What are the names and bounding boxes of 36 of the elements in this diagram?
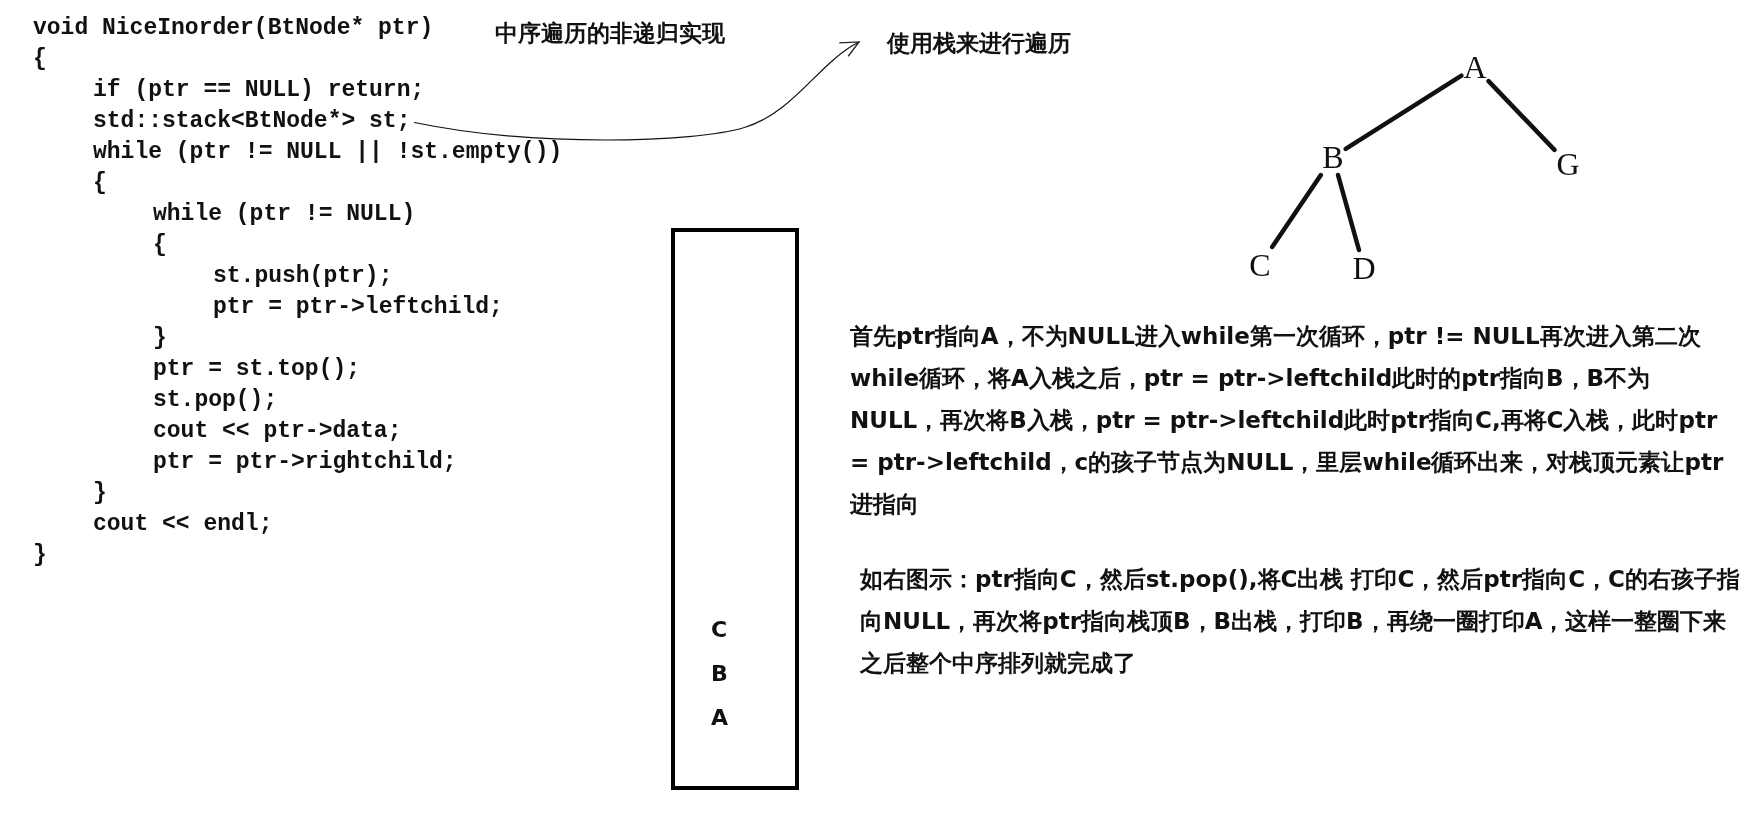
tree-node-label: B — [1322, 141, 1344, 173]
curved-arrow — [413, 41, 860, 141]
tree-edge — [1269, 172, 1324, 250]
code-line: ptr = st.top(); — [153, 355, 361, 384]
code-line: std::stack<BtNode*> st; — [93, 106, 411, 136]
tree-node-label: C — [1249, 249, 1271, 281]
code-line: while (ptr != NULL || !st.empty()) — [93, 138, 563, 167]
code-line: { — [33, 45, 47, 74]
tree-edge — [1335, 172, 1362, 253]
stack-item: B — [710, 660, 728, 688]
code-line: } — [93, 479, 107, 508]
tree-node-label: G — [1556, 148, 1580, 180]
code-line: } — [33, 541, 47, 570]
code-line: st.push(ptr); — [213, 262, 393, 291]
code-line: st.pop(); — [153, 386, 278, 415]
code-line: cout << ptr->data; — [153, 417, 402, 446]
code-line: while (ptr != NULL) — [153, 200, 416, 229]
tree-edge — [1343, 73, 1464, 152]
stack-item: C — [710, 616, 728, 644]
title: 中序遍历的非递归实现 — [495, 19, 725, 48]
code-line: { — [153, 231, 167, 260]
code-line: ptr = ptr->leftchild; — [213, 293, 503, 322]
explanation-paragraph: 首先ptr指向A，不为NULL进入while第一次循环，ptr != NULL再次进入第二次while循环，将A入栈之后，ptr = ptr->leftchild此时的ptr指向B，B不为NULL，再次将B入栈，ptr = ptr->leftchild此时ptr指向C,再将C入栈，此时ptr = ptr->leftchild，c的孩子节点为NULL，里层while循环出来，对栈顶元素让ptr进指向 — [850, 322, 1725, 519]
tree-edge — [1486, 78, 1557, 153]
code-line: ptr = ptr->rightchild; — [153, 448, 457, 477]
explanation-paragraph: 如右图示：ptr指向C，然后st.pop(),将C出栈 打印C，然后ptr指向C，C的右孩子指向NULL，再次将ptr指向栈顶B，B出栈，打印B，再绕一圈打印A，这样一整圈下来之后整个中序排列就完成了 — [860, 565, 1740, 678]
code-line: { — [93, 169, 107, 198]
code-line: void NiceInorder(BtNode* ptr) — [33, 14, 434, 43]
tree-node-label: A — [1463, 51, 1487, 83]
code-line: if (ptr == NULL) return; — [93, 76, 425, 105]
stack-box — [671, 228, 799, 790]
note-text: 使用栈来进行遍历 — [887, 28, 1071, 59]
code-line: cout << endl; — [93, 510, 273, 539]
code-line: } — [153, 324, 167, 353]
stack-item: A — [710, 704, 729, 732]
tree-node-label: D — [1352, 252, 1376, 284]
